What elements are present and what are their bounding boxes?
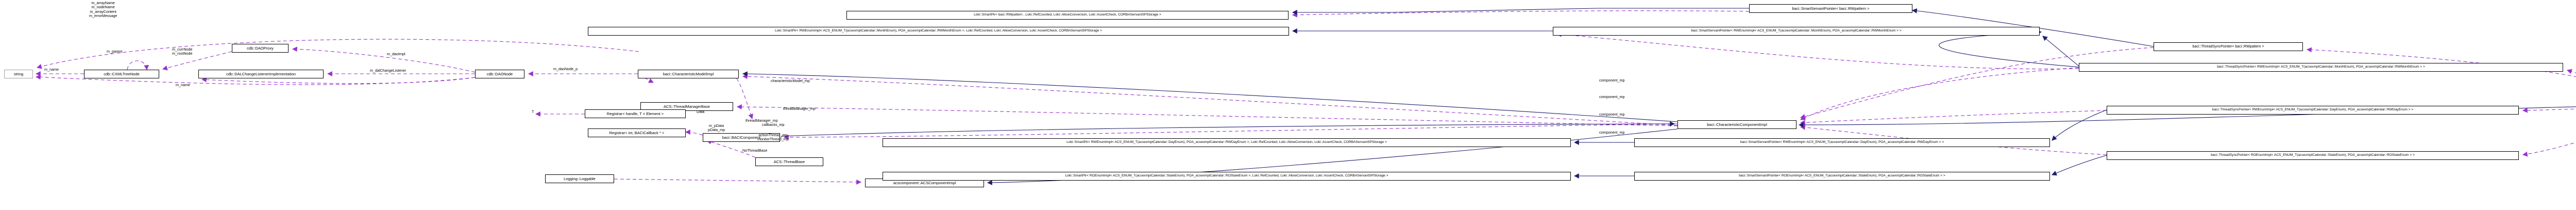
class-node-n_sp_rodate[interactable]: Loki::SmartPtr< ROEnumImpl< ACS_ENUM_T(a… [883,172,1571,181]
class-node-n_tsp_rwpattern[interactable]: baci::ThreadSyncPointer< baci::RWpattern… [2154,42,2303,51]
edge-label-l_component2: component_mp [1599,94,1625,99]
class-node-n_charmodelimpl[interactable]: baci::CharacteristicModelImpl [638,70,739,78]
edge-label-l_name2: m_name [176,83,190,87]
class-node-n_tsp_rwday[interactable]: baci::ThreadSyncPointer< RWEnumImpl< ACS… [2107,106,2519,115]
class-node-n_string[interactable]: string [4,70,33,78]
edge-label-l_t: T [532,109,534,114]
edge-label-l_dalchange: m_dalChangeListener [370,68,406,73]
class-node-n_baciobj[interactable]: baci::BACIComponent [703,133,780,142]
class-node-n_acsthreadbase[interactable]: ACS::ThreadBase [755,157,823,166]
class-node-n_daoproxy[interactable]: cdb::DAOProxy [232,44,289,53]
class-node-n_tsp_rodate[interactable]: baci::ThreadSyncPointer< ROEnumImpl< ACS… [2107,151,2519,160]
class-node-n_ssp_rwmonth[interactable]: baci::SmartServantPointer< RWEnumImpl< A… [1553,27,2040,36]
class-node-n_charcomponentimpl[interactable]: baci::CharacteristicComponentImpl [1677,120,1797,129]
class-node-n_registrar[interactable]: Registrar< handle, T = Element > [585,109,686,118]
edge-label-l_currroot: m_currNode m_rootNode [172,47,193,56]
class-node-n_sp_rwmonth[interactable]: Loki::SmartPtr< RWEnumImpl< ACS_ENUM_T(a… [588,27,1289,36]
edge-label-l_component4: component_mp [1599,130,1625,135]
edge-label-l_mpdata: m_pData pData_mp [708,123,725,133]
class-node-n_dalchangelistener[interactable]: cdb::DALChangeListenerImplementation [198,70,324,78]
class-node-n_tsp_rwmonth[interactable]: baci::ThreadSyncPointer< RWEnumImpl< ACS… [2079,63,2563,72]
class-node-n_ssp_rwday[interactable]: baci::SmartServantPointer< RWEnumImpl< A… [1634,138,2050,147]
edge-label-l_component: component_mp [1599,78,1625,83]
class-node-n_ssp_rwpattern[interactable]: baci::SmartServantPointer< baci::RWpatte… [1749,4,1912,13]
class-node-n_sp_rwpattern[interactable]: Loki::SmartPtr< baci::RWpattern , Loki::… [846,11,1289,20]
class-node-n_ssp_rodate[interactable]: baci::SmartServantPointer< ROEnumImpl< A… [1634,172,2050,181]
edge-label-l_arraynames: m_arrayName m_nodeName m_arrayContent m_… [89,1,117,18]
edge-label-l_nathread: NoThreadBase [742,148,768,153]
class-node-n_registrarbaci[interactable]: Registrar< int, BACICallback * > [588,128,686,137]
class-node-n_cxmltreenode[interactable]: cdb::CXMLTreeNode [84,70,159,78]
edge-label-l_component3: component_mp [1599,112,1625,117]
edge-label-l_name1: m_name [44,67,59,72]
class-node-n_logging[interactable]: Logging::Loggable [545,174,614,183]
class-node-n_sp_rwday[interactable]: Loki::SmartPtr< RWEnumImpl< ACS_ENUM_T(a… [883,138,1571,147]
edge-label-l_charmodel: characteristicModel_mp [771,78,810,83]
edge-label-l_daonode_p: m_daoNode_p [553,67,578,71]
class-node-n_daonode[interactable]: cdb::DAONode [475,70,524,78]
class-node-n_threadmgrbase[interactable]: ACS::ThreadManagerBase [640,102,733,111]
edge-label-l_threadmgr2: threadManager_mp [745,118,778,123]
edge-label-l_daoimpl: m_daoImpl [387,52,405,56]
edge-label-l_actionthr: actionThread_mp monitorThread_mp [757,133,789,142]
edge-label-l_callbacks: callbacks_mp [762,122,785,127]
edge-label-l_data: Data [697,109,705,114]
edge-label-l_threadmgr: threadManager_mp [783,106,816,111]
edge-label-l_parent: m_parent [107,49,123,54]
